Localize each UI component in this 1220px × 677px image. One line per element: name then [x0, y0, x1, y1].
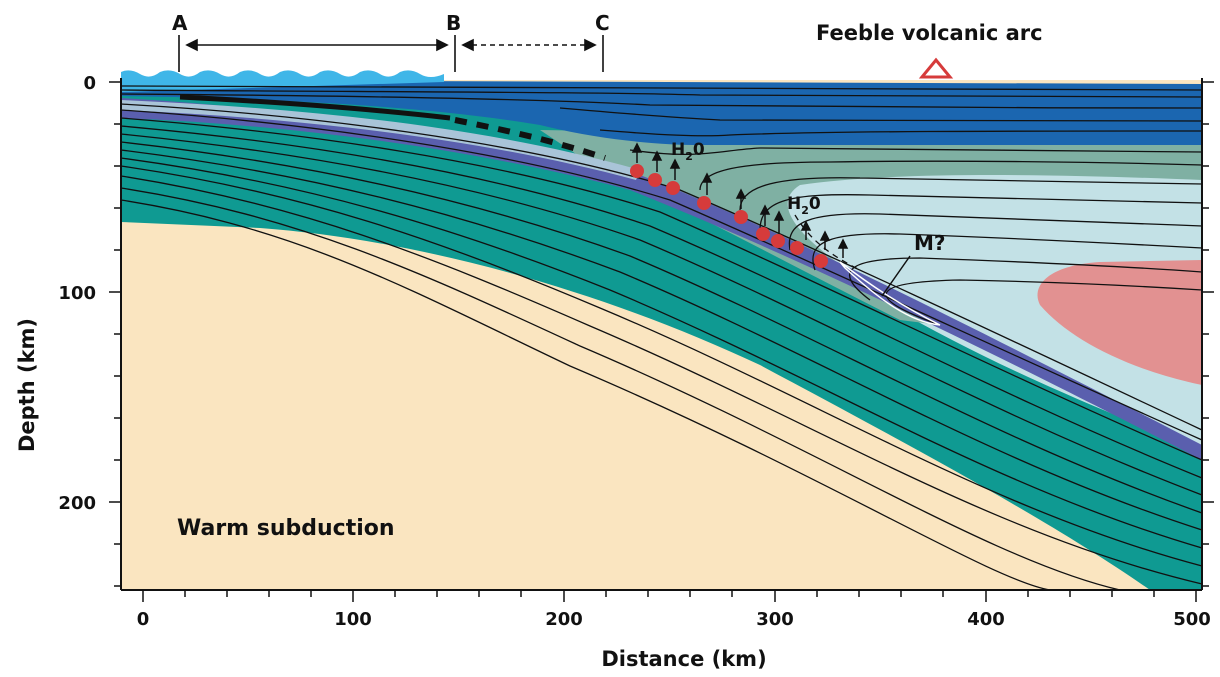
volcanic-arc-icon: [918, 57, 954, 79]
x-tick-label: 100: [334, 609, 372, 630]
label-regime: Warm subduction: [177, 516, 395, 541]
fluid-arrows: [631, 142, 849, 258]
range-markers: [178, 35, 604, 72]
dehydration-points: [630, 164, 828, 268]
label-melt: M?: [914, 231, 946, 255]
isotherms: [120, 85, 1203, 591]
x-tick-label: 400: [967, 609, 1005, 630]
label-point-a: A: [172, 11, 188, 35]
y-tick-label: 100: [58, 283, 96, 304]
label-point-b: B: [446, 11, 461, 35]
slab-hydrated-band: [121, 100, 640, 180]
y-tick-labels: 0 100 200: [58, 73, 96, 514]
x-tick-label: 200: [545, 609, 583, 630]
x-axis-title: Distance (km): [601, 647, 766, 671]
x-tick-label: 500: [1173, 609, 1211, 630]
label-point-c: C: [595, 11, 610, 35]
slab-surface-line: [179, 94, 451, 121]
slab-surface-dashed: [454, 117, 606, 161]
label-h2o-1: H20: [671, 140, 705, 163]
hot-mantle-core: [1037, 260, 1202, 385]
x-tick-label: 0: [137, 609, 150, 630]
y-tick-label: 200: [58, 493, 96, 514]
melt-zone-outline: [839, 261, 941, 326]
y-tick-label: 0: [83, 73, 96, 94]
x-tick-label: 300: [756, 609, 794, 630]
y-ticks: [109, 81, 1214, 587]
x-ticks: [142, 590, 1197, 602]
label-h2o-2: H20: [787, 194, 821, 217]
melt-leader-line: [881, 255, 911, 297]
y-axis-title: Depth (km): [15, 318, 39, 452]
x-tick-labels: 0 100 200 300 400 500: [137, 609, 1211, 630]
label-volcanic-arc: Feeble volcanic arc: [816, 21, 1043, 45]
